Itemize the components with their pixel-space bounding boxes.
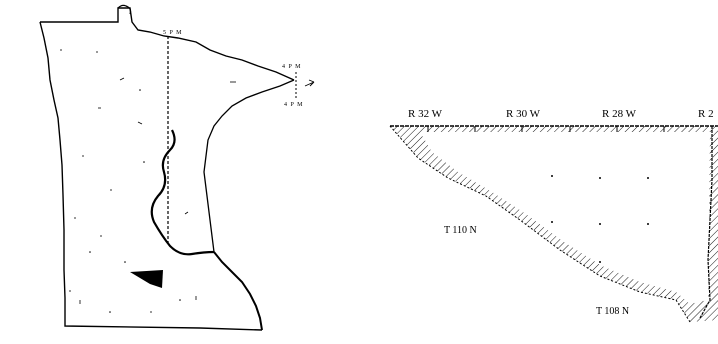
label-range-30w: R 30 W xyxy=(506,108,541,120)
pointer-arrow xyxy=(304,79,315,87)
label-range-28w: R 28 W xyxy=(602,108,637,120)
survey-marks xyxy=(60,49,236,313)
lake-shoreline xyxy=(203,79,295,253)
county-dots xyxy=(89,89,181,313)
detail-south-boundary xyxy=(389,125,691,323)
detail-east-boundary xyxy=(699,126,713,319)
label-range-32w: R 32 W xyxy=(408,108,443,120)
label-4pm-upper: 4 P M xyxy=(282,64,301,70)
interior-river xyxy=(150,129,215,256)
detail-range-ticks xyxy=(427,126,665,132)
detail-area-interior xyxy=(420,132,710,304)
detail-map: R 32 W R 30 W R 28 W R 2 T 110 N T 108 N xyxy=(389,108,718,323)
state-outline xyxy=(39,21,263,331)
north-border xyxy=(40,7,295,81)
label-township-108n: T 108 N xyxy=(596,306,629,317)
label-5pm: 5 P M xyxy=(163,30,182,36)
label-4pm-lower: 4 P M xyxy=(284,102,303,108)
label-range-partial: R 2 xyxy=(698,108,714,120)
northwest-angle xyxy=(117,4,132,15)
southeast-river-border xyxy=(213,251,263,331)
state-map: 5 P M 4 P M 4 P M xyxy=(39,4,315,331)
detail-survey-dots xyxy=(551,175,649,263)
highlighted-area xyxy=(130,270,163,288)
label-township-110n: T 110 N xyxy=(444,225,477,236)
